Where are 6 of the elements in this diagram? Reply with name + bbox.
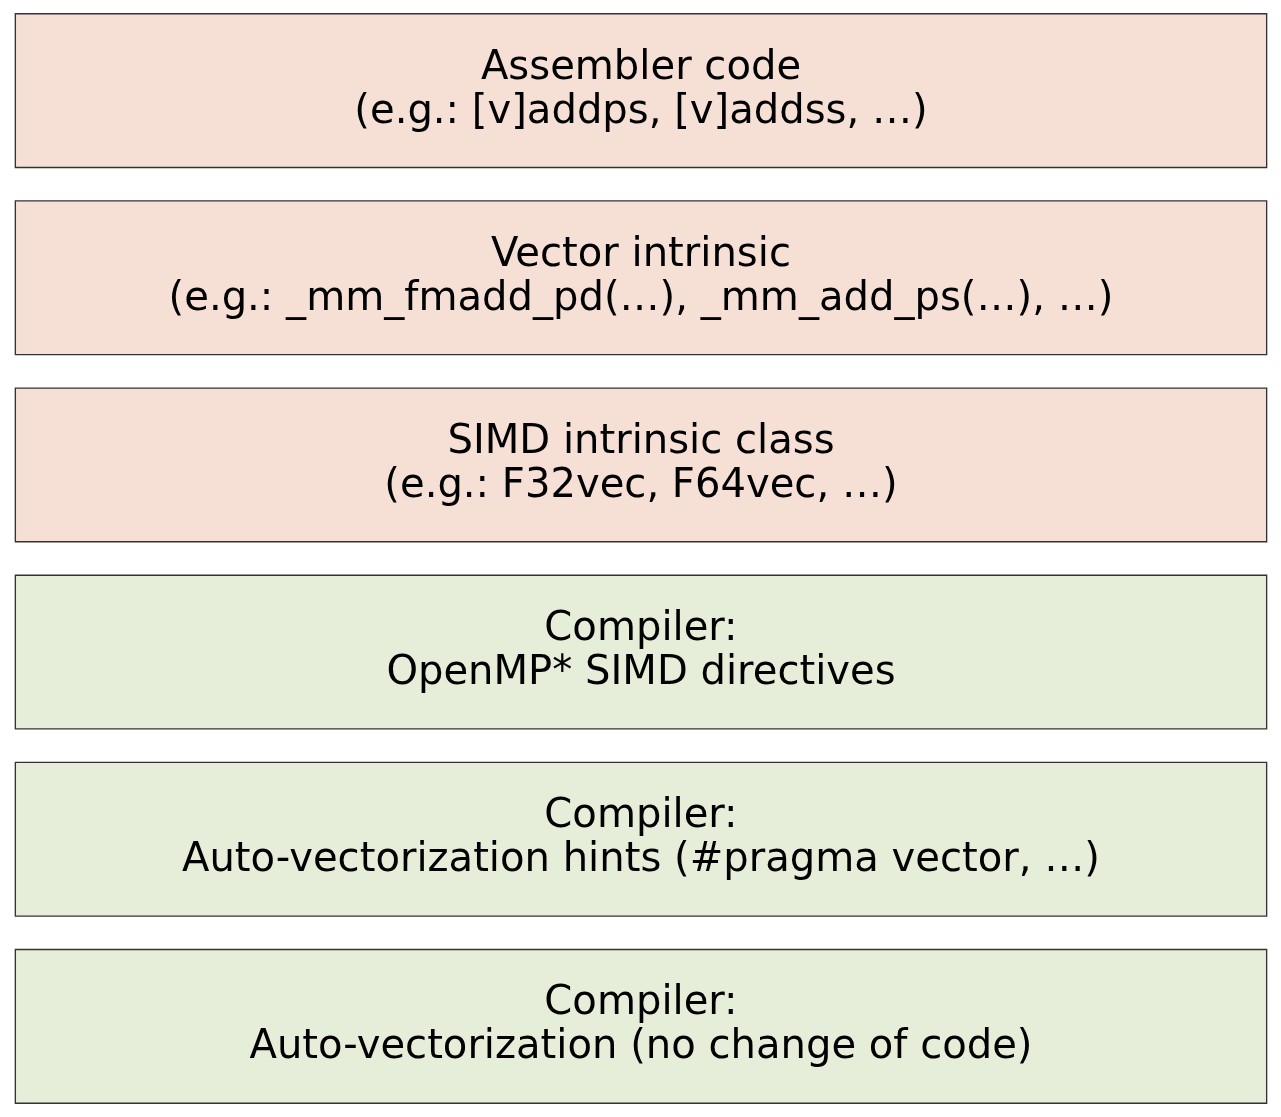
node-box: Assembler code (e.g.: [v]addps, [v]addss, …) bbox=[14, 13, 1267, 169]
node-box: Compiler: Auto-vectorization (no change of code) bbox=[14, 948, 1267, 1104]
node-box: Compiler: Auto-vectorization hints (#pragma vector, …) bbox=[14, 761, 1267, 917]
node-box: Compiler: OpenMP* SIMD directives bbox=[14, 574, 1267, 730]
node-box: SIMD intrinsic class (e.g.: F32vec, F64vec, …) bbox=[14, 387, 1267, 543]
node-box: Vector intrinsic (e.g.: _mm_fmadd_pd(…), _mm_add_ps(…), …) bbox=[14, 200, 1267, 356]
